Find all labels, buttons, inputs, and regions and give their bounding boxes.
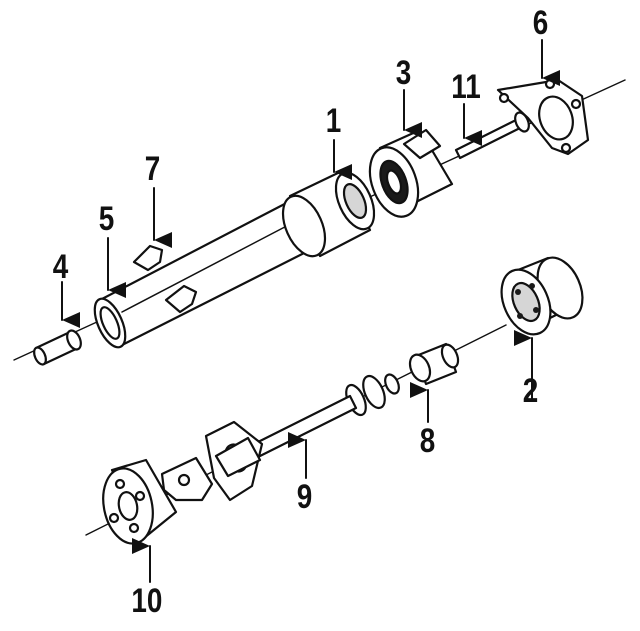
callout-6: 6 <box>532 4 549 42</box>
callout-8: 8 <box>419 422 436 460</box>
part-11-upper-shaft <box>454 111 530 160</box>
part-1-upper-jacket <box>281 170 376 258</box>
callout-9: 9 <box>296 478 313 516</box>
part-3-bearing-housing <box>368 128 454 218</box>
part-2-coupler <box>500 256 584 336</box>
callout-10: 10 <box>131 582 163 620</box>
part-4-shaft-end <box>33 329 82 366</box>
callout-2: 2 <box>522 372 539 410</box>
part-10-flex-disc <box>102 458 178 545</box>
part-7-brackets <box>132 244 198 314</box>
yoke-plate <box>160 456 214 502</box>
leader-arrows <box>61 39 560 583</box>
callout-7: 7 <box>144 150 161 188</box>
callout-11: 11 <box>451 68 481 106</box>
part-8-sleeve <box>408 342 460 386</box>
part-9-intermediate-shaft <box>204 394 358 502</box>
callout-1: 1 <box>325 102 342 140</box>
callout-5: 5 <box>98 200 115 238</box>
callout-4: 4 <box>52 248 69 286</box>
part-6-flange-plate <box>496 78 590 156</box>
callout-3: 3 <box>395 54 412 92</box>
